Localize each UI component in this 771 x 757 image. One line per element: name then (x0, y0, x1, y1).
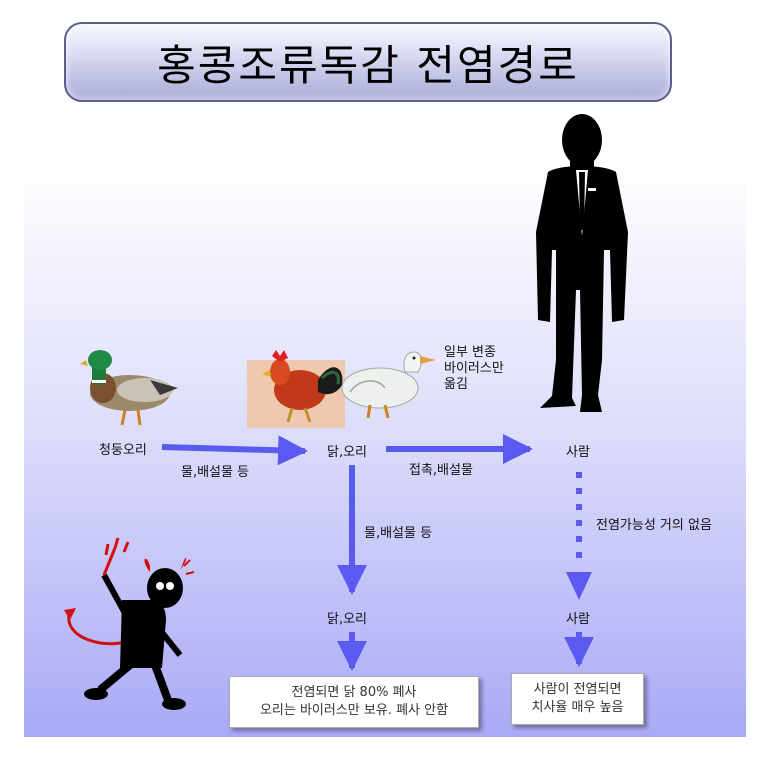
result-line: 오리는 바이러스만 보유. 폐사 안함 (259, 703, 449, 718)
node-chicken-duck-1: 닭,오리 (327, 445, 368, 460)
mallard-duck-icon (80, 350, 178, 426)
note-line: 옮김 (444, 377, 468, 392)
note-line: 일부 변종 (444, 345, 496, 360)
node-human-2: 사람 (566, 612, 590, 627)
arrow-human-dotted-head (566, 572, 592, 600)
note-mutation: 일부 변종 바이러스만 옮김 (444, 345, 504, 393)
edge-label-poultry-to-poultry: 물,배설물 등 (364, 526, 433, 541)
arrow-mallard-to-poultry (161, 435, 308, 466)
title-banner: 홍콩조류독감 전염경로 (64, 22, 672, 102)
result-box-poultry: 전염되면 닭 80% 폐사 오리는 바이러스만 보유. 폐사 안함 (229, 676, 479, 728)
note-line: 바이러스만 (444, 361, 504, 376)
businessman-silhouette-icon (536, 114, 628, 412)
result-box-human: 사람이 전염되면 치사율 매우 높음 (511, 673, 644, 725)
node-mallard: 청둥오리 (99, 443, 147, 458)
node-chicken-duck-2: 닭,오리 (327, 612, 368, 627)
white-duck-icon (341, 351, 436, 419)
devil-icon (64, 537, 195, 710)
edge-label-mallard-to-poultry: 물,배설물 등 (181, 465, 250, 480)
rooster-icon (262, 350, 343, 423)
edge-label-poultry-to-human: 접촉,배설물 (409, 463, 473, 478)
result-line: 치사율 매우 높음 (531, 700, 624, 715)
node-human-1: 사람 (566, 445, 590, 460)
result-line: 사람이 전염되면 (533, 682, 622, 697)
page-title: 홍콩조류독감 전염경로 (157, 40, 579, 90)
edge-label-human-to-human: 전염가능성 거의 없음 (596, 518, 712, 533)
result-line: 전염되면 닭 80% 폐사 (291, 685, 417, 700)
